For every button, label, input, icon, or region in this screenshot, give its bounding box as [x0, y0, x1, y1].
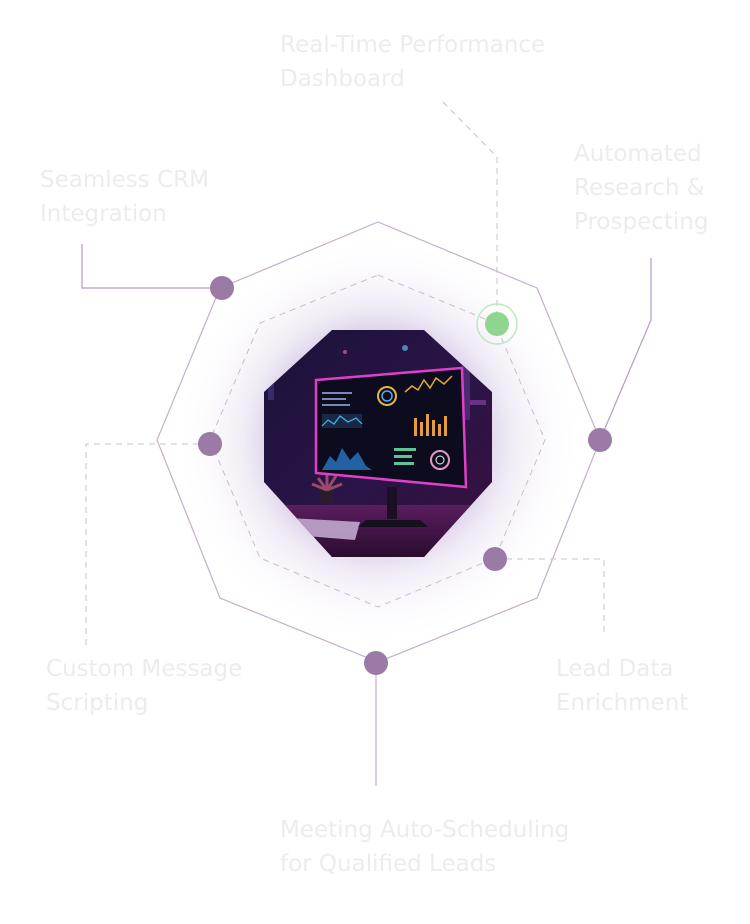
node-enrichment: [483, 547, 507, 571]
label-lead-enrichment: Lead Data Enrichment: [556, 652, 688, 720]
label-line: Integration: [40, 201, 167, 227]
label-meeting-scheduling: Meeting Auto-Scheduling for Qualified Le…: [280, 813, 569, 881]
connector-scripting: [85, 443, 210, 645]
label-line: Automated: [574, 141, 702, 167]
label-automated-research: Automated Research & Prospecting: [574, 137, 708, 239]
node-crm: [210, 276, 234, 300]
label-realtime-dashboard: Real-Time Performance Dashboard: [280, 28, 545, 96]
label-crm-integration: Seamless CRM Integration: [40, 163, 209, 231]
label-line: Scripting: [46, 690, 149, 716]
label-line: Custom Message: [46, 656, 243, 682]
label-line: Seamless CRM: [40, 167, 209, 193]
node-research: [588, 428, 612, 452]
node-scripting: [198, 432, 222, 456]
label-line: Research &: [574, 175, 705, 201]
label-line: Lead Data: [556, 656, 674, 682]
analytics-monitor-icon: [264, 330, 492, 557]
connector-crm: [81, 244, 222, 289]
label-line: Enrichment: [556, 690, 689, 716]
label-line: Real-Time Performance: [280, 32, 546, 58]
label-custom-scripting: Custom Message Scripting: [46, 652, 242, 720]
connector-enrichment: [495, 558, 605, 635]
label-line: for Qualified Leads: [280, 851, 497, 877]
label-line: Dashboard: [280, 66, 405, 92]
node-meeting: [364, 651, 388, 675]
inner-dashed-octagon: [209, 274, 546, 608]
connector-research: [599, 258, 652, 441]
label-line: Prospecting: [574, 209, 709, 235]
label-line: Meeting Auto-Scheduling: [280, 817, 570, 843]
connector-realtime: [442, 101, 498, 324]
node-realtime-active: [476, 303, 518, 345]
